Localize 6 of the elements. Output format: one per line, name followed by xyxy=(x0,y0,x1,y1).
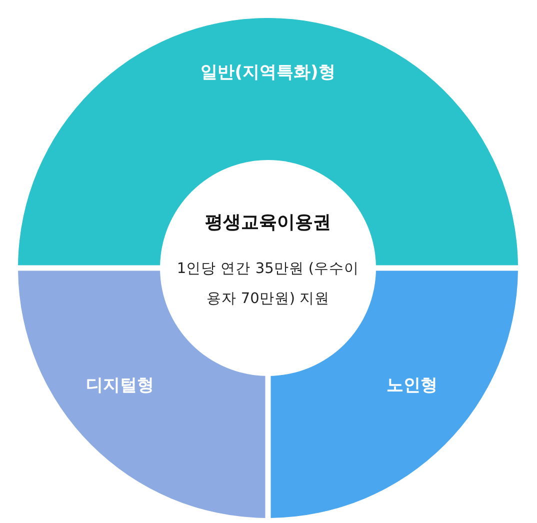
segment-label: 노인형 xyxy=(386,374,438,396)
description: 1인당 연간 35만원 (우수이용자 70만원) 지원 xyxy=(176,260,360,309)
segment-label: 디지털형 xyxy=(86,374,154,396)
center-circle xyxy=(160,160,376,376)
segment-label: 일반(지역특화)형 xyxy=(200,62,336,84)
title: 평생교육이용권 xyxy=(205,211,331,234)
